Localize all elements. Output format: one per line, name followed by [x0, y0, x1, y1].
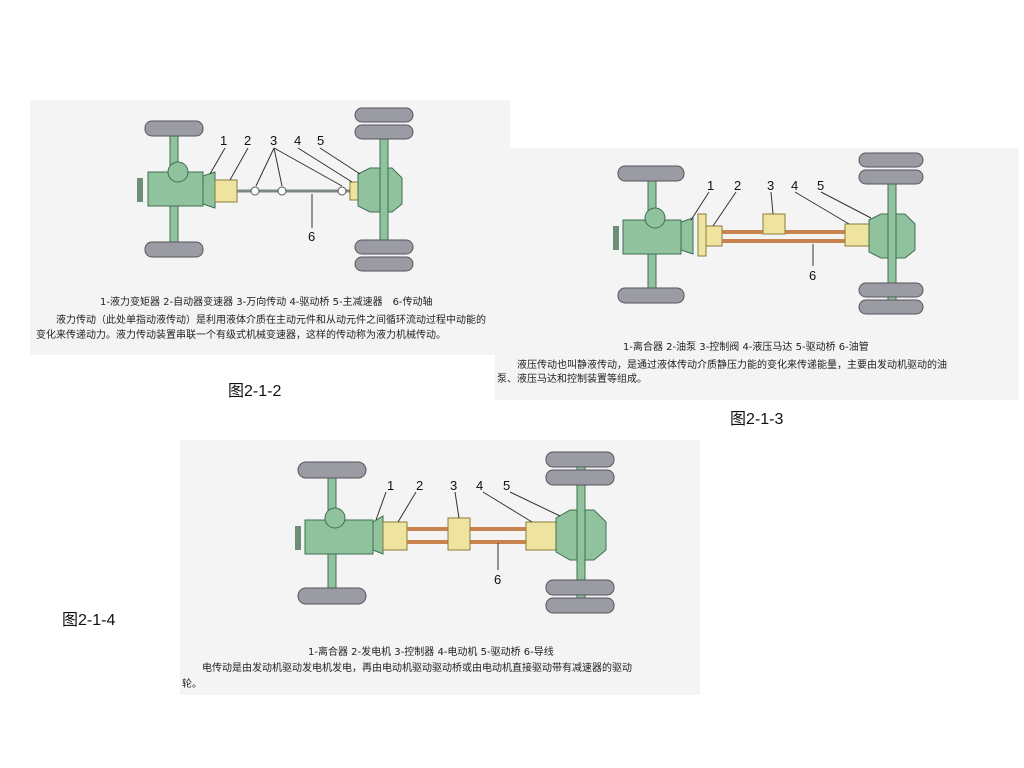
callout-2: 2	[416, 478, 423, 493]
rear-left-tire-inner	[354, 124, 414, 140]
rear-right-tire-inner	[354, 239, 414, 255]
rear-right-tire-outer	[858, 299, 924, 315]
electric-motor	[525, 521, 557, 551]
rear-left-tire-inner	[858, 169, 924, 185]
callout-1: 1	[387, 478, 394, 493]
engine-flywheel	[324, 507, 346, 529]
callout-3: 3	[270, 133, 277, 148]
figure-description-line-2: 泵、液压马达和控制装置等组成。	[497, 374, 647, 385]
callout-6: 6	[308, 229, 315, 244]
rear-right-tire-inner	[545, 579, 615, 596]
drivetrain-diagram-electric: 1 2 3 4 5 6	[295, 451, 615, 614]
diagram-panel-2-1-2: 1 2 3 4 5 6 1-液力变矩器 2-自动器变速器 3-万向传动 4-驱动…	[30, 100, 510, 355]
generator	[382, 521, 408, 551]
diagram-panel-2-1-4: 1 2 3 4 5 6 1-离合器 2-发电机 3-控制器 4-电动机 5-驱动…	[180, 440, 700, 695]
engine-fan	[137, 178, 143, 202]
wire-upper	[407, 527, 557, 531]
final-drive-gear	[349, 181, 359, 201]
universal-joint-2	[277, 186, 287, 196]
control-valve	[762, 213, 786, 235]
callout-4: 4	[294, 133, 301, 148]
callout-6: 6	[809, 268, 816, 283]
callout-6: 6	[494, 572, 501, 587]
drivetrain-diagram-hydrostatic: 1 2 3 4 5 6	[613, 152, 924, 315]
figure-description-line-2: 变化来传递动力。液力传动装置串联一个有级式机械变速器，这样的传动称为液力机械传动…	[36, 330, 446, 341]
figure-label-2-1-4: 图2-1-4	[62, 612, 116, 629]
callout-3: 3	[450, 478, 457, 493]
universal-joint-3	[337, 186, 347, 196]
front-right-tire	[297, 587, 367, 605]
callout-2: 2	[244, 133, 251, 148]
figure-legend: 1-离合器 2-油泵 3-控制阀 4-液压马达 5-驱动桥 6-油管	[623, 342, 869, 353]
rear-left-tire-inner	[545, 469, 615, 486]
rear-left-tire-outer	[858, 152, 924, 168]
callout-1: 1	[707, 178, 714, 193]
automatic-transmission	[214, 179, 238, 203]
callout-4: 4	[476, 478, 483, 493]
figure-description-line-1: 液压传动也叫静液传动，是通过液体传动介质静压力能的变化来传递能量，主要由发动机驱…	[497, 360, 947, 371]
callout-5: 5	[317, 133, 324, 148]
clutch	[680, 217, 694, 255]
callout-4: 4	[791, 178, 798, 193]
figure-description-line-1: 电传动是由发动机驱动发电机发电，再由电动机驱动驱动桥或由电动机直接驱动带有减速器…	[182, 663, 632, 674]
front-right-tire	[617, 287, 685, 304]
figure-label-2-1-2: 图2-1-2	[228, 383, 282, 400]
engine-flywheel	[167, 161, 189, 183]
controller	[447, 517, 471, 551]
figure-label-2-1-3: 图2-1-3	[730, 411, 784, 428]
engine-fan	[295, 526, 301, 550]
front-left-tire	[617, 165, 685, 182]
front-right-tire	[144, 241, 204, 258]
drivetrain-diagram-hydrodynamic: 1 2 3 4 5 6	[137, 107, 414, 272]
figure-legend: 1-液力变矩器 2-自动器变速器 3-万向传动 4-驱动桥 5-主减速器 6-传…	[100, 297, 433, 308]
rear-right-tire-inner	[858, 282, 924, 298]
oil-pump-flange	[697, 213, 707, 257]
hydraulic-motor	[844, 223, 870, 247]
front-left-tire	[297, 461, 367, 479]
rear-right-tire-outer	[545, 597, 615, 614]
torque-converter	[202, 171, 216, 209]
oil-pump	[705, 225, 723, 247]
figure-legend: 1-离合器 2-发电机 3-控制器 4-电动机 5-驱动桥 6-导线	[308, 647, 554, 658]
front-left-tire	[144, 120, 204, 137]
callout-1: 1	[220, 133, 227, 148]
clutch	[372, 515, 384, 555]
rear-left-tire-outer	[354, 107, 414, 123]
figure-description-line-2: 轮。	[182, 679, 202, 690]
rear-left-tire-outer	[545, 451, 615, 468]
callout-2: 2	[734, 178, 741, 193]
universal-joint-1	[250, 186, 260, 196]
oil-pipe-lower	[722, 239, 847, 243]
wire-lower	[407, 540, 557, 544]
engine-flywheel	[644, 207, 666, 229]
rear-axle-shaft	[379, 125, 389, 255]
figure-description-line-1: 液力传动（此处单指动液传动）是利用液体介质在主动元件和从动元件之间循环流动过程中…	[36, 315, 486, 326]
diagram-panel-2-1-3: 1 2 3 4 5 6 1-离合器 2-油泵 3-控制阀 4-液压马达 5-驱动…	[495, 148, 1019, 400]
callout-5: 5	[817, 178, 824, 193]
engine-fan	[613, 226, 619, 250]
callout-5: 5	[503, 478, 510, 493]
callout-3: 3	[767, 178, 774, 193]
rear-right-tire-outer	[354, 256, 414, 272]
